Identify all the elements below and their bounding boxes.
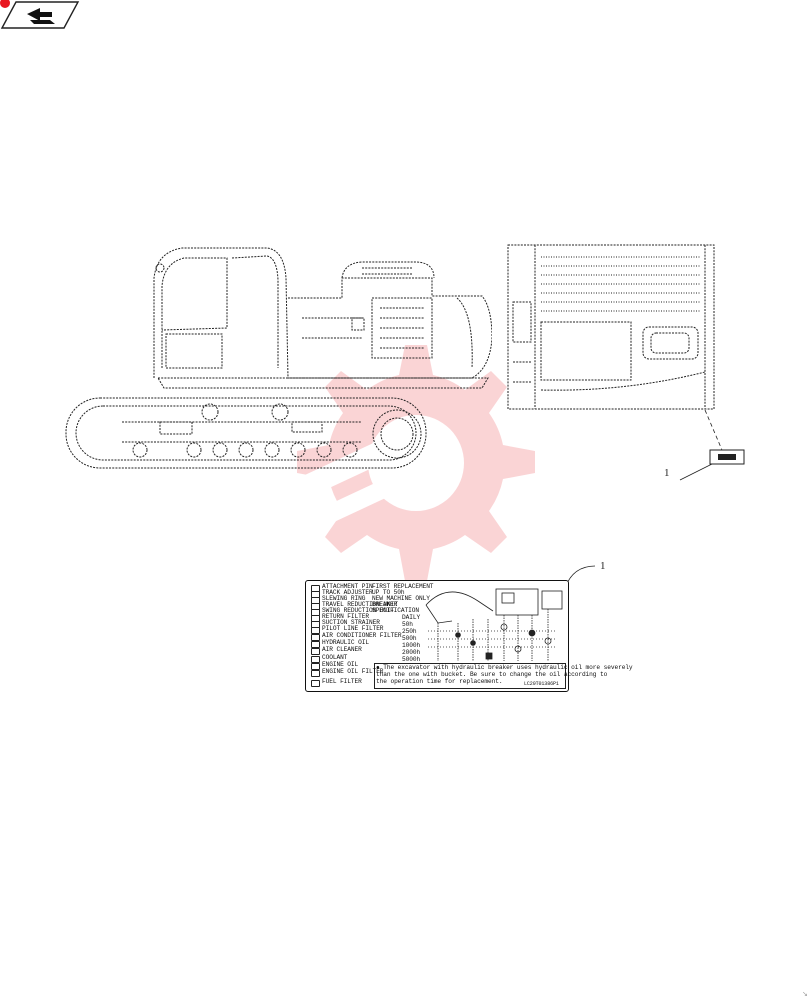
label-machine-diagram xyxy=(425,588,563,661)
item-icon xyxy=(311,634,320,641)
legend-item: UP TO 50h xyxy=(372,589,405,596)
interval-value: 2000h xyxy=(402,649,421,656)
corner-mark: ↘ xyxy=(802,991,808,998)
label-item: RETURN FILTER xyxy=(322,613,369,620)
engine-hood-panel xyxy=(507,244,715,410)
label-item: SLEWING RING xyxy=(322,595,366,602)
interval-value: 1000h xyxy=(402,642,421,649)
item-icon xyxy=(311,648,320,655)
back-button[interactable] xyxy=(0,0,82,30)
red-corner-badge xyxy=(0,0,10,8)
label-item: ATTACHMENT PIN xyxy=(322,583,373,590)
legend-item: NEW MACHINE ONLY xyxy=(372,595,430,602)
note-line: ● The excavator with hydraulic breaker u… xyxy=(376,664,633,671)
interval-value: 250h xyxy=(402,628,417,635)
watermark-logo xyxy=(277,345,535,581)
label-leader-line xyxy=(565,565,596,589)
interval-value: 5000h xyxy=(402,656,421,663)
label-item: COOLANT xyxy=(322,654,348,661)
item-icon xyxy=(311,641,320,648)
interval-value: 50h xyxy=(402,621,413,628)
back-arrow-icon xyxy=(27,8,55,24)
label-item: ENGINE OIL FILTER xyxy=(322,668,384,675)
label-item: AIR CLEANER xyxy=(322,646,362,653)
label-item: PILOT LINE FILTER xyxy=(322,625,384,632)
item-icon xyxy=(311,663,320,670)
label-item: AIR CONDITIONER FILTER xyxy=(322,632,402,639)
note-box xyxy=(374,663,566,689)
label-item: TRAVEL REDUCTION UNIT xyxy=(322,601,398,608)
item-icon xyxy=(311,670,320,677)
item-icon xyxy=(311,680,320,687)
label-callout-number: 1 xyxy=(600,560,606,572)
label-item: ENGINE OIL xyxy=(322,661,359,668)
note-line: the operation time for replacement. xyxy=(376,678,503,685)
interval-value: DAILY xyxy=(402,614,421,621)
label-item: TRACK ADJUSTER xyxy=(322,589,373,596)
excavator-drawing xyxy=(65,247,492,469)
label-item: HYDRAULIC OIL xyxy=(322,639,369,646)
item-icon xyxy=(311,627,320,634)
label-item: SUCTION STRAINER xyxy=(322,619,380,626)
panel-callout xyxy=(679,410,745,481)
legend-item: FIRST REPLACEMENT xyxy=(372,583,434,590)
legend-item: BREAKER xyxy=(372,601,398,608)
label-item: FUEL FILTER xyxy=(322,678,362,685)
legend-item: SPECIFICATION xyxy=(372,607,419,614)
interval-value: 500h xyxy=(402,635,417,642)
item-icon xyxy=(311,656,320,663)
part-code: LC20T01386P1 xyxy=(524,681,559,687)
callout-number: 1 xyxy=(664,467,670,479)
note-line: than the one with bucket. Be sure to cha… xyxy=(376,671,608,678)
label-item: SWING REDUCTION UNIT xyxy=(322,607,395,614)
